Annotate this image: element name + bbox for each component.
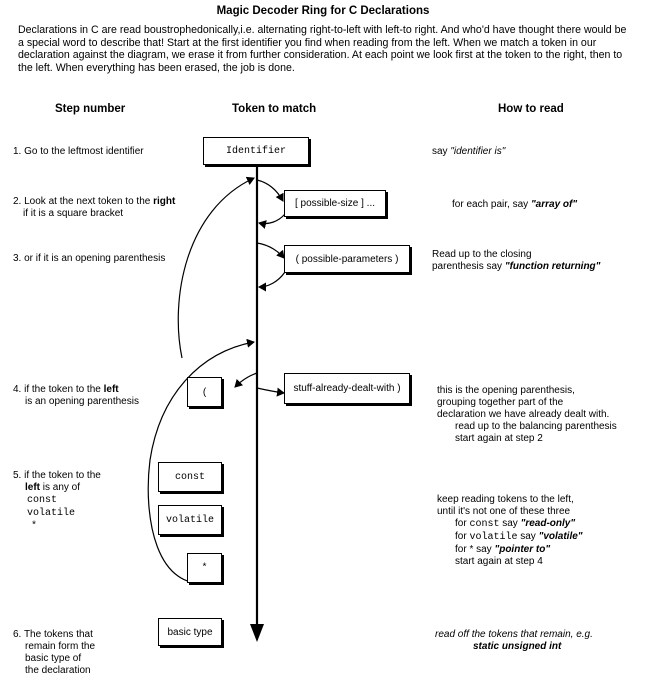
read-5-text: keep reading tokens to the left, until i… — [437, 494, 583, 567]
branch-to-possible-size — [256, 179, 284, 202]
branch-to-stuff-dealt — [256, 387, 285, 397]
loop-back-params — [258, 271, 286, 292]
step-1-text: 1. Go to the leftmost identifier — [13, 146, 144, 157]
read-1-text: say "identifier is" — [432, 146, 506, 157]
token-open-paren-box: ( — [187, 377, 222, 407]
step-5-text: 5. if the token to the left is any of co… — [13, 470, 101, 532]
read-2-text: for each pair, say "array of" — [452, 199, 578, 210]
step-2-text: 2. Look at the next token to the right i… — [13, 196, 176, 219]
page-title: Magic Decoder Ring for C Declarations — [216, 5, 430, 17]
branch-to-possible-params — [256, 242, 285, 259]
header-how-to-read: How to read — [498, 103, 564, 115]
read-3-text: Read up to the closing parenthesis say "… — [432, 249, 601, 272]
header-step-number: Step number — [55, 103, 126, 115]
return-arc-to-step-4 — [147, 338, 255, 584]
header-token-to-match: Token to match — [232, 103, 317, 115]
intro-paragraph: Declarations in C are read boustrophedon… — [18, 24, 627, 74]
branch-to-open-paren — [234, 372, 258, 388]
token-identifier-box: Identifier — [203, 137, 309, 165]
return-arc-to-step-2 — [177, 176, 255, 359]
token-possible-size-box: [ possible-size ] ... — [284, 190, 386, 217]
token-basic-type-box: basic type — [158, 618, 222, 646]
token-possible-parameters-box: ( possible-parameters ) — [284, 245, 410, 273]
token-stuff-already-dealt-box: stuff-already-dealt-with ) — [284, 373, 410, 404]
read-6-text: read off the tokens that remain, e.g. st… — [435, 629, 593, 652]
token-volatile-box: volatile — [158, 505, 222, 535]
read-4-text: this is the opening parenthesis, groupin… — [437, 385, 617, 444]
token-star-box: * — [187, 553, 222, 583]
step-6-text: 6. The tokens that remain form the basic… — [13, 629, 96, 676]
main-spine-arrowhead — [250, 624, 264, 642]
token-const-box: const — [158, 462, 222, 492]
loop-back-size — [258, 213, 286, 229]
step-3-text: 3. or if it is an opening parenthesis — [13, 253, 166, 264]
step-4-text: 4. if the token to the left is an openin… — [13, 384, 139, 407]
